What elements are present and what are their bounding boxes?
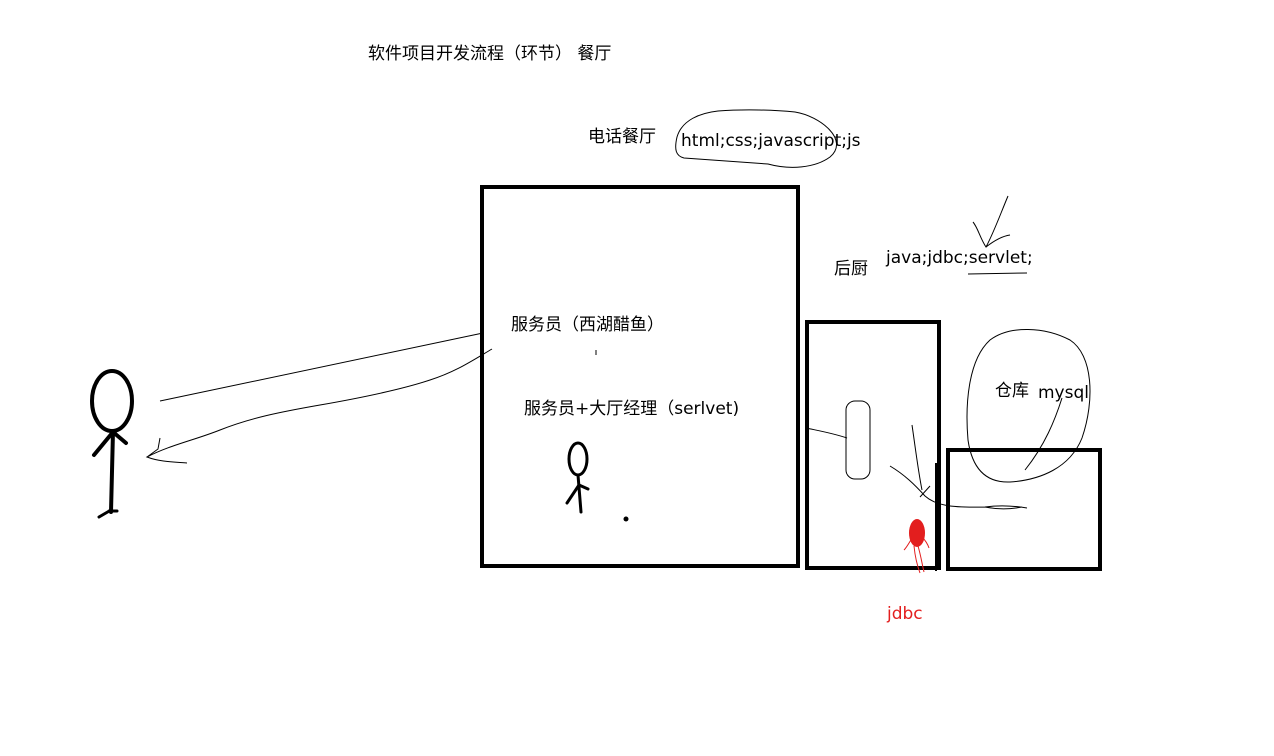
warehouse-cloud: [966, 329, 1091, 483]
kitchen-link-line: [805, 427, 848, 439]
kitchen-label: 后厨: [834, 259, 868, 279]
dot-mark: [623, 516, 629, 522]
warehouse-box: [946, 448, 1102, 571]
jdbc-label: jdbc: [886, 604, 923, 624]
jdbc-connector-lines: [889, 424, 1028, 510]
waiter-figure: [565, 441, 590, 514]
response-line: [145, 348, 493, 464]
warehouse-label: 仓库: [995, 381, 1029, 401]
kitchen-door: [845, 400, 871, 480]
front-label: 电话餐厅: [588, 127, 656, 147]
page-title: 软件项目开发流程（环节） 餐厅: [368, 44, 611, 64]
warehouse-tech-label: mysql: [1038, 383, 1089, 403]
jdbc-worker-figure: [903, 519, 930, 574]
kitchen-floor-mark: [882, 463, 937, 571]
dining-room-box: [480, 185, 800, 568]
kitchen-arrow: [972, 195, 1011, 248]
front-tech-cloud: [675, 109, 837, 168]
warehouse-inner-stroke: [1024, 397, 1063, 471]
customer-figure: [90, 369, 134, 519]
waiter-label: 服务员（西湖醋鱼）: [511, 315, 664, 335]
kitchen-tech-label: java;jdbc;servlet;: [885, 248, 1033, 268]
waiter-manager-label: 服务员+大厅经理（serlvet): [524, 399, 739, 419]
kitchen-box: [805, 320, 941, 570]
kitchen-tech-underline: [967, 272, 1028, 275]
request-line: [159, 332, 484, 402]
front-tech-label: html;css;javascript;js: [681, 131, 861, 151]
